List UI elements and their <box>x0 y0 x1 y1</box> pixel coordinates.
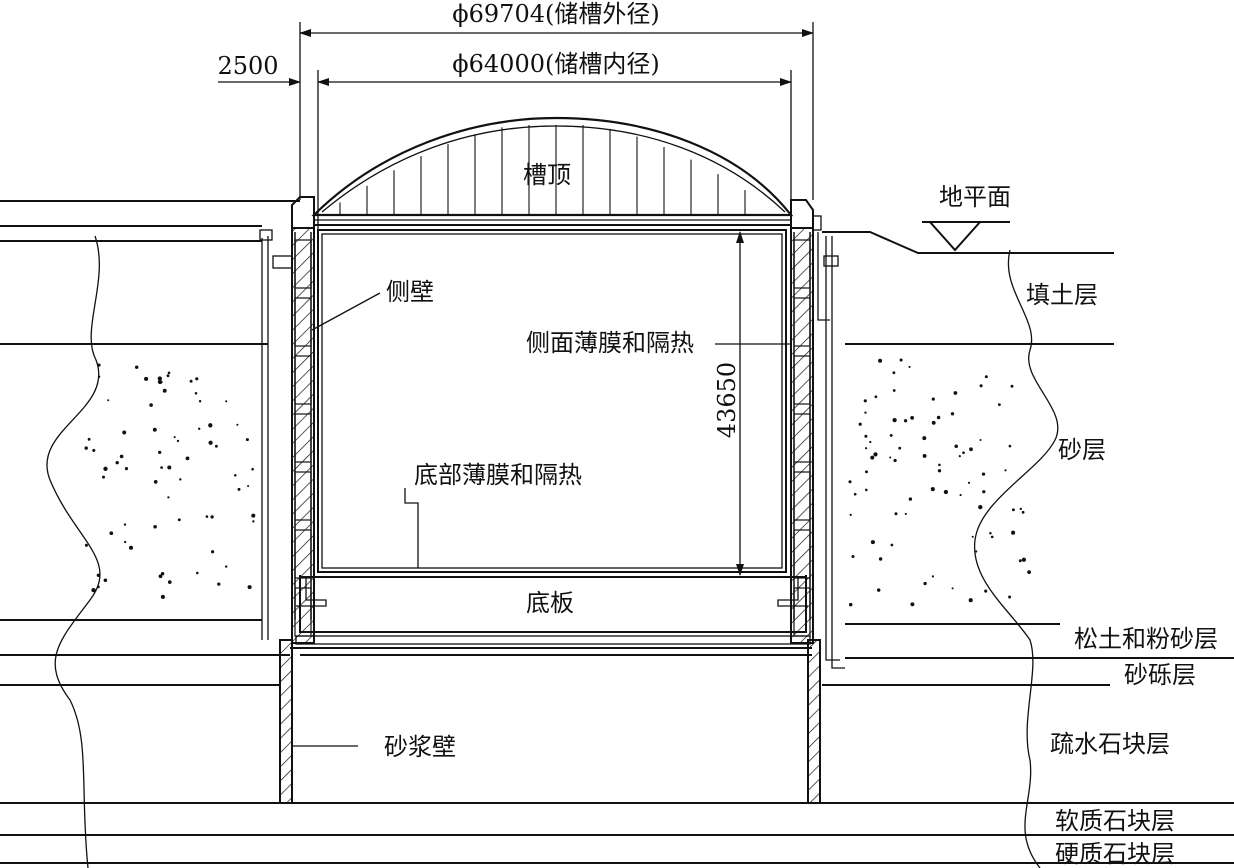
stratum-label: 疏水石块层 <box>1050 730 1170 758</box>
ground-level-symbol <box>922 221 1010 252</box>
tank-structure <box>259 116 845 804</box>
dimension-lines <box>218 22 814 576</box>
roof-label: 槽顶 <box>523 161 571 189</box>
base-slab-label: 底板 <box>526 589 574 617</box>
break-lines <box>46 235 1059 868</box>
leader-lines <box>292 292 790 747</box>
bottom-membrane-label: 底部薄膜和隔热 <box>414 461 582 489</box>
mortar-wall-label: 砂浆壁 <box>384 733 456 761</box>
mortar-wall-right <box>807 639 821 804</box>
ground-level-label: 地平面 <box>939 183 1011 211</box>
height-label: 43650 <box>713 362 741 438</box>
stratum-label: 砂砾层 <box>1124 661 1196 689</box>
side-insulation-right <box>793 232 811 637</box>
stratum-label: 填土层 <box>1026 281 1098 309</box>
stratum-label: 松土和粉砂层 <box>1074 625 1218 653</box>
stratum-label: 软质石块层 <box>1055 807 1175 835</box>
inner-diameter-label: ϕ64000(储槽内径) <box>452 50 659 78</box>
side-membrane-label: 侧面薄膜和隔热 <box>526 329 694 357</box>
strata-lines <box>0 200 1234 864</box>
wall-offset-label: 2500 <box>217 52 278 80</box>
mortar-wall-left <box>279 639 293 804</box>
roof-ribs <box>339 125 746 215</box>
inner-tank <box>317 229 787 573</box>
side-wall-label: 侧壁 <box>386 278 434 306</box>
outer-diameter-label: ϕ69704(储槽外径) <box>452 0 659 28</box>
stratum-label: 硬质石块层 <box>1055 840 1175 868</box>
sand-dots <box>84 358 1031 607</box>
stratum-label: 砂层 <box>1058 436 1106 464</box>
text-labels: ϕ69704(储槽外径) ϕ64000(储槽内径) 2500 43650 槽顶 … <box>217 0 1218 868</box>
